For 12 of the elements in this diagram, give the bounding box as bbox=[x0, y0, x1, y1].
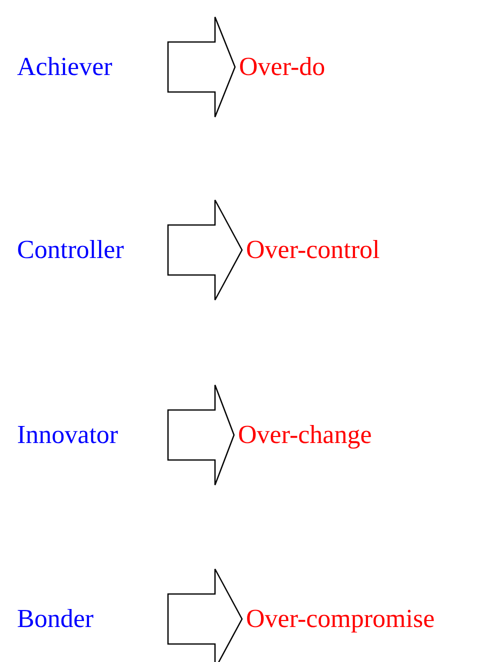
label-text: Innovator bbox=[17, 419, 168, 451]
label-text: Over-change bbox=[234, 419, 372, 451]
label-text: Controller bbox=[17, 234, 168, 266]
label-text: Over-compromise bbox=[242, 603, 435, 635]
block-arrow bbox=[167, 199, 243, 301]
block-arrow bbox=[167, 16, 236, 118]
label-text: Over-do bbox=[235, 51, 326, 83]
label-text: Achiever bbox=[17, 51, 168, 83]
block-arrow bbox=[167, 568, 243, 662]
label-text: Bonder bbox=[17, 603, 168, 635]
label-text: Over-control bbox=[242, 234, 380, 266]
block-arrow bbox=[167, 384, 235, 486]
